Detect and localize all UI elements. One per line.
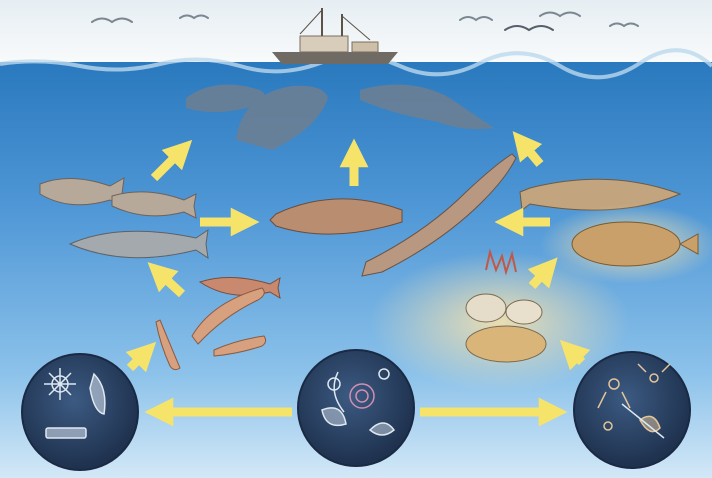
zooplankton-circle <box>22 354 138 470</box>
zooplankton-circle <box>574 352 690 468</box>
phytoplankton-circle <box>298 350 414 466</box>
